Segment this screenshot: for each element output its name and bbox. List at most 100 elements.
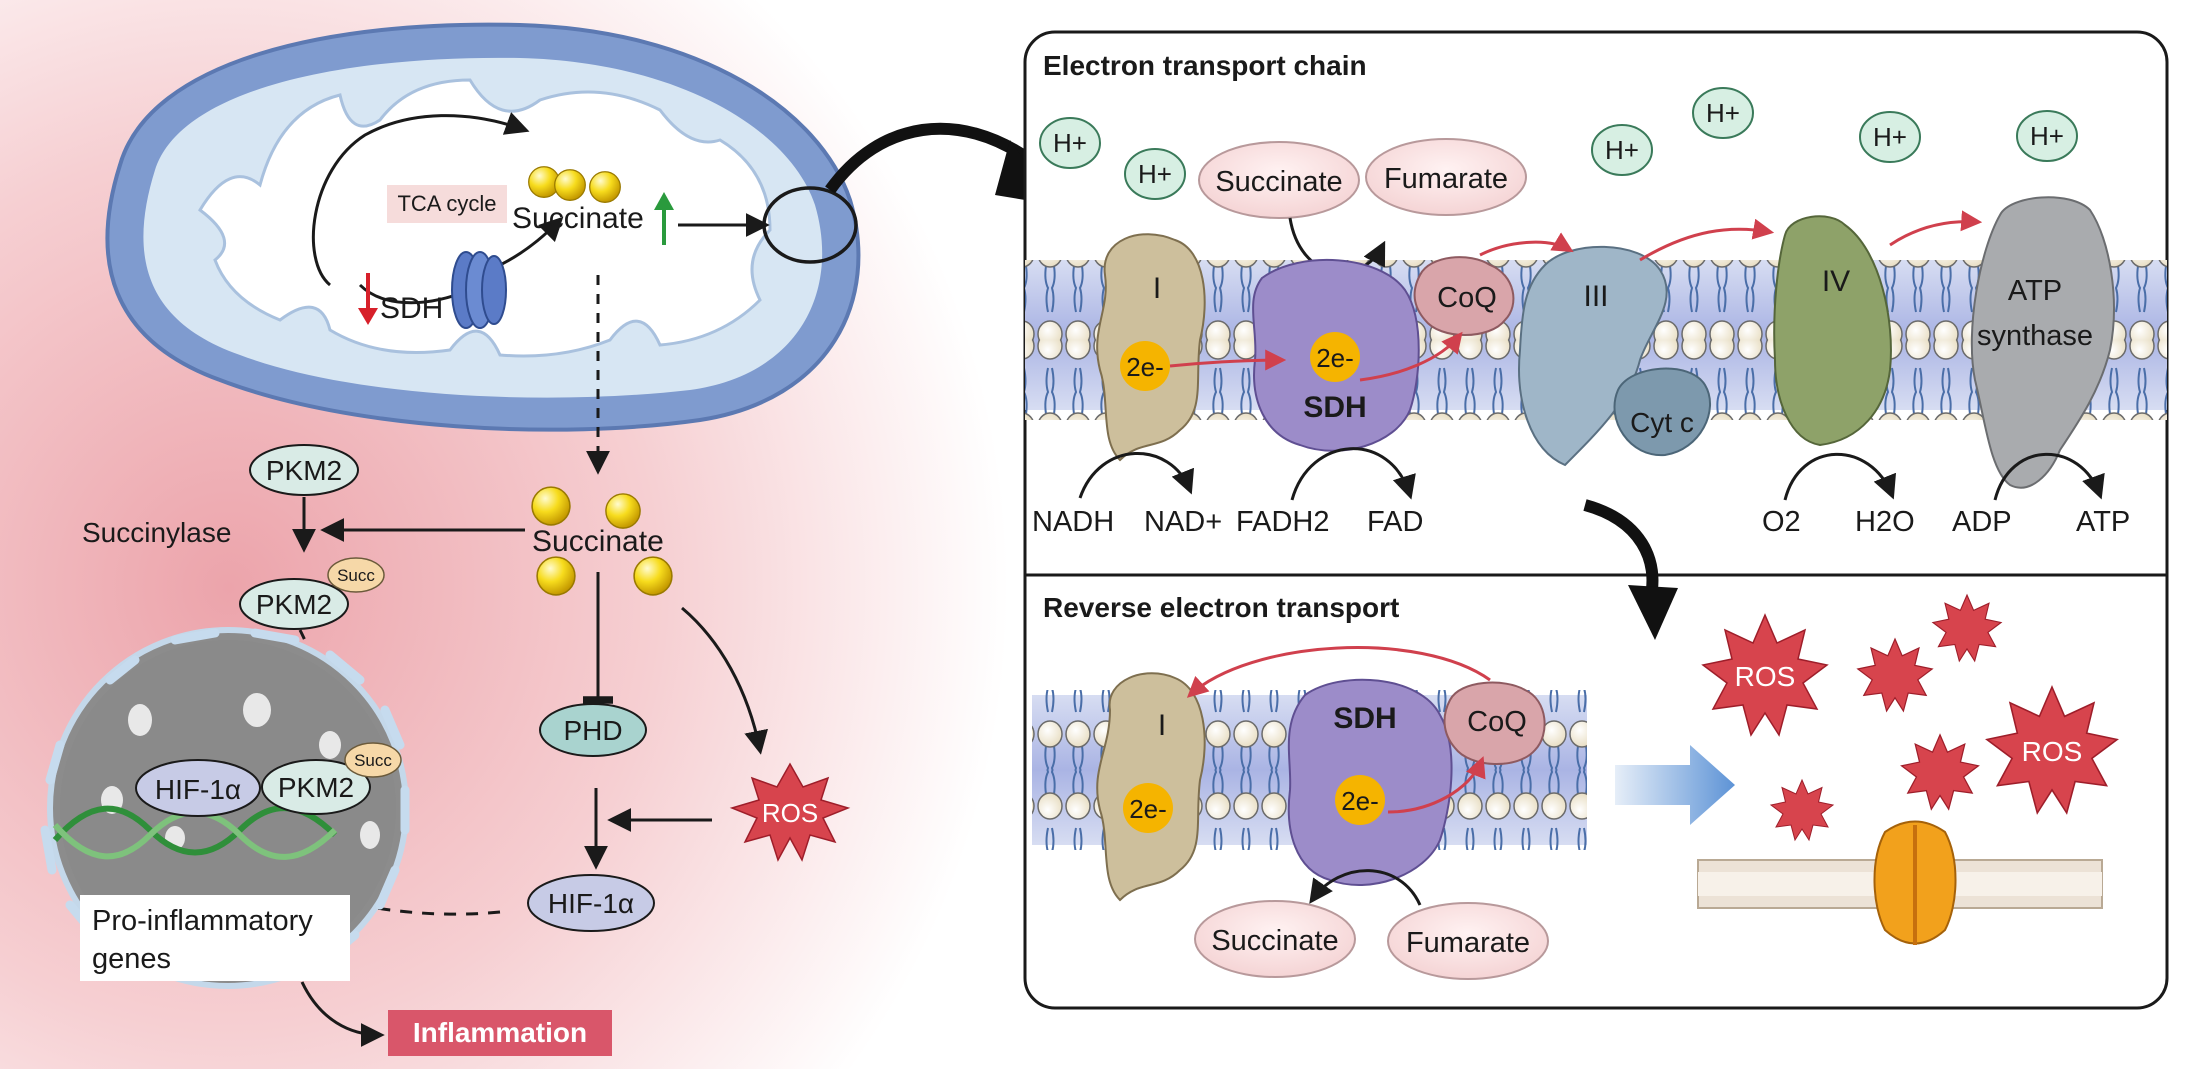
electron-icon [1310,332,1360,382]
pkm2-succ-label: PKM2 [256,589,332,620]
genes-line-1: Pro-inflammatory [92,905,313,937]
sdh-enzyme-icon [451,251,507,329]
signaling-ros-label: ROS [762,798,818,828]
nucleus-succ-tag-label: Succ [354,751,392,770]
pkm2-node [249,444,359,496]
svg-text:H+: H+ [1706,98,1740,128]
ret-fumarate-oval [1387,902,1549,980]
succinate-ball [589,171,621,203]
svg-text:H+: H+ [1605,135,1639,165]
inflammation-box [388,1010,612,1056]
complex-iii: III [1518,245,1668,467]
proton-icon: H+ [1591,124,1653,176]
ros-cluster: ROS ROS [1701,593,2119,842]
nucleus-pkm2-node [261,759,371,815]
ret-electron-arrows [1186,646,1491,814]
signaling-succinate-label: Succinate [532,525,664,558]
ret-complex-i-label: I [1158,709,1166,742]
atp-synthase-line-1: ATP [2008,275,2062,307]
succinate-ball [536,556,576,596]
ret-coq-label: CoQ [1467,706,1527,738]
phd-node [539,703,647,757]
ret-title: Reverse electron transport [1043,592,1399,623]
pkm2-succ-node [239,578,349,630]
reaction-labels: NADH NAD+ FADH2 FAD O2 H2O ADP ATP [1032,506,2130,538]
mito-succinate-label: Succinate [512,202,644,235]
complex-iii-label: III [1583,280,1608,313]
coq: CoQ [1413,256,1515,336]
ret-succinate-oval [1194,900,1356,978]
o2-label: O2 [1762,506,1801,538]
svg-text:H+: H+ [1873,122,1907,152]
complex-iv: IV [1773,215,1892,447]
coq-label: CoQ [1437,282,1497,314]
svg-text:2e-: 2e- [1129,794,1167,824]
fadh2-label: FADH2 [1236,506,1329,538]
fad-label: FAD [1367,506,1423,538]
atp-label: ATP [2076,506,2130,538]
svg-text:H+: H+ [1138,159,1172,189]
etc-succinate-oval [1198,141,1360,219]
sdh-complex-label: SDH [1303,391,1366,424]
etc-succinate-label: Succinate [1215,166,1342,198]
ros-burst-icon [1931,593,2003,663]
membrane-channel [1697,820,2103,945]
svg-text:2e-: 2e- [1316,343,1354,373]
succinylase-label: Succinylase [82,517,231,548]
ret-sdh-label: SDH [1333,702,1396,735]
atp-synthase-line-2: synthase [1977,320,2093,352]
nad-label: NAD+ [1144,506,1222,538]
signaling-pathway: PKM2 Succinylase PKM2 Succ Succinate PHD… [82,444,851,932]
ros-burst-icon [1701,613,1829,737]
svg-text:2e-: 2e- [1341,786,1379,816]
complex-i: I 2e- [1096,233,1206,462]
zoom-arrow [825,122,1034,194]
ros-burst-icon [1985,685,2119,815]
proton-icon: H+ [1692,87,1754,139]
ros-burst-icon [1900,733,1980,811]
proton-icon: H+ [1859,111,1921,163]
ret-reaction-arrow [1309,869,1422,906]
nuclear-pores [101,693,380,850]
ros-burst-icon [729,762,851,862]
proton-icon: H+ [1039,117,1101,169]
svg-text:H+: H+ [1053,128,1087,158]
complex-sdh: 2e- SDH [1252,258,1420,452]
genes-line-2: genes [92,943,171,975]
succ-tag [327,557,385,593]
svg-text:2e-: 2e- [1126,352,1164,382]
complex-i-label: I [1153,272,1161,305]
genes-box [80,895,350,981]
succinate-ball [554,169,586,201]
sdh-label: SDH [380,292,443,325]
etc-title: Electron transport chain [1043,50,1367,81]
nucleus-hif1a-label: HIF-1α [155,774,241,805]
ros-output-arrow [1615,745,1735,825]
electron-icon [1123,783,1173,833]
nucleus-pkm2-label: PKM2 [278,772,354,803]
electron-flow-arrows [1169,210,1983,382]
atp-synthase: ATP synthase [1970,196,2115,489]
ret-fumarate-label: Fumarate [1406,927,1530,959]
sdh-down-arrow-icon [358,273,378,325]
hif1a-node [527,874,655,932]
tca-cycle-label: TCA cycle [397,191,496,216]
succinate-ball [531,486,571,526]
ret-succinate-label: Succinate [1211,925,1338,957]
adp-label: ADP [1952,506,2012,538]
ret-ros-label-1: ROS [1735,661,1796,692]
svg-text:H+: H+ [2030,121,2064,151]
ret-coq: CoQ [1443,681,1546,765]
membrane-zoom-circle [762,186,858,264]
succinate-ball [633,556,673,596]
electron-icon [1335,775,1385,825]
proton-ions: H+ H+ H+ H+ H+ H+ [1039,87,2078,200]
mitochondrion [105,22,861,432]
pkm2-label: PKM2 [266,455,342,486]
phd-label: PHD [563,715,622,746]
ret-complex-i: I 2e- [1096,672,1206,902]
hif1a-label: HIF-1α [548,888,634,919]
tca-cycle: TCA cycle SDH Succinate [311,112,1055,475]
succinate-ball [605,493,641,529]
